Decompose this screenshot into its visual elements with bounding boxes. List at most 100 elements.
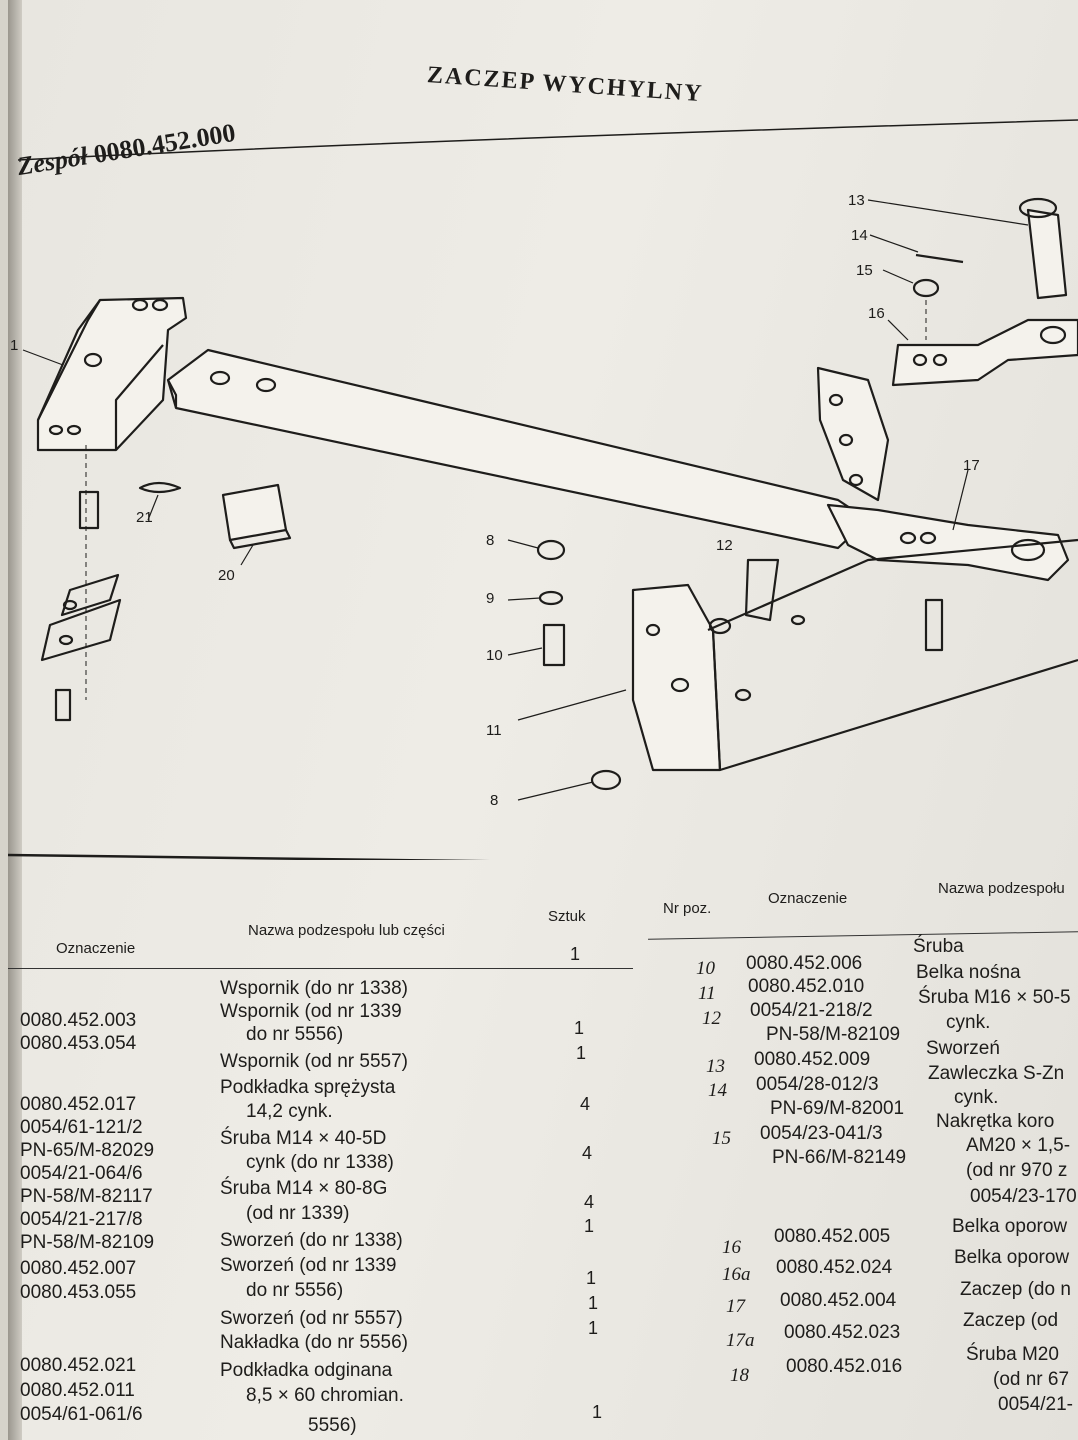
callout-label: 16 [868, 305, 885, 322]
callout-label: 9 [486, 590, 494, 607]
name-cell-right: (od nr 970 z [966, 1160, 1068, 1181]
designation-cell: 0080.453.055 [20, 1282, 137, 1303]
name-cell: Sworzeń (do nr 1338) [220, 1230, 403, 1251]
designation-cell-right: 0080.452.010 [748, 976, 865, 997]
designation-cell-right: 0080.452.016 [786, 1356, 903, 1377]
col-header-name: Nazwa podzespołu lub części [248, 922, 445, 939]
designation-cell-right: 0080.452.023 [784, 1322, 901, 1343]
position-cell: 17a [726, 1330, 755, 1351]
designation-cell: 0054/61-121/2 [20, 1117, 143, 1138]
book-spine [8, 0, 22, 1440]
name-cell-right: (od nr 67 [993, 1369, 1070, 1390]
name-cell-right: 0054/21- [998, 1394, 1074, 1415]
position-cell: 12 [702, 1008, 721, 1029]
callout-label: 17 [963, 457, 980, 474]
position-cell: 16a [722, 1264, 751, 1285]
name-cell: Podkładka sprężysta [220, 1077, 396, 1098]
name-cell-right: Śruba M16 × 50-5 [918, 987, 1071, 1008]
callout-label: 10 [486, 647, 503, 664]
name-cell: do nr 5556) [246, 1024, 344, 1045]
name-cell-right: 0054/23-170 [970, 1186, 1077, 1207]
qty-cell: 1 [592, 1402, 603, 1422]
name-cell-right: cynk. [954, 1087, 999, 1108]
name-cell: 14,2 cynk. [246, 1101, 333, 1122]
position-cell: 17 [726, 1296, 745, 1317]
name-cell: Podkładka odginana [220, 1360, 393, 1381]
qty-cell: 1 [570, 944, 581, 964]
callout-label: 12 [716, 537, 733, 554]
designation-cell: PN-58/M-82109 [20, 1232, 155, 1253]
designation-cell-right: PN-69/M-82001 [770, 1098, 905, 1119]
name-cell-right: Zawleczka S-Zn [928, 1063, 1065, 1084]
position-cell: 13 [706, 1056, 725, 1077]
col-header-designation: Oznaczenie [56, 940, 136, 957]
designation-cell-right: PN-58/M-82109 [766, 1024, 901, 1045]
name-cell: Śruba M14 × 40-5D [220, 1128, 387, 1149]
name-cell-right: Belka oporow [954, 1247, 1070, 1268]
qty-cell: 1 [588, 1318, 599, 1338]
designation-cell: 0054/21-064/6 [20, 1163, 143, 1184]
qty-cell: 1 [574, 1018, 585, 1038]
name-cell-right: Śruba M20 [966, 1344, 1059, 1365]
col-header-name-right: Nazwa podzespołu [938, 880, 1065, 897]
designation-cell-right: 0054/23-041/3 [760, 1123, 883, 1144]
name-cell: 5556) [308, 1415, 357, 1436]
name-cell-right: Zaczep (do n [960, 1279, 1071, 1300]
name-cell-right: Zaczep (od [963, 1310, 1059, 1331]
designation-cell-right: 0080.452.009 [754, 1049, 871, 1070]
callout-label: 8 [486, 532, 494, 549]
designation-cell: PN-65/M-82029 [20, 1140, 155, 1161]
name-cell-right: Sworzeń [926, 1038, 1000, 1059]
callout-label: 1 [10, 337, 18, 354]
callout-label: 8 [490, 792, 498, 809]
name-cell-right: Belka nośna [916, 962, 1021, 983]
designation-cell: 0080.452.007 [20, 1258, 137, 1279]
name-cell: 8,5 × 60 chromian. [246, 1385, 404, 1406]
name-cell: Wspornik (od nr 1339 [220, 1001, 402, 1022]
qty-cell: 1 [584, 1216, 595, 1236]
designation-cell-right: 0080.452.004 [780, 1290, 897, 1311]
position-cell: 10 [696, 958, 715, 979]
callout-label: 13 [848, 192, 865, 209]
manual-page: ZACZEP WYCHYLNY Zespół 0080.452.000 [8, 0, 1078, 1440]
designation-cell: 0080.452.003 [20, 1010, 137, 1031]
name-cell: Wspornik (do nr 1338) [220, 978, 408, 999]
designation-cell: 0080.453.054 [20, 1033, 137, 1054]
name-cell: Nakładka (do nr 5556) [220, 1332, 408, 1353]
designation-cell-right: 0080.452.005 [774, 1226, 891, 1247]
header-rule [8, 968, 633, 969]
designation-cell: 0080.452.011 [20, 1380, 135, 1401]
qty-cell: 1 [576, 1043, 587, 1063]
designation-cell-right: PN-66/M-82149 [772, 1147, 907, 1168]
name-cell-right: cynk. [946, 1012, 991, 1033]
name-cell: Sworzeń (od nr 5557) [220, 1308, 403, 1329]
position-cell: 16 [722, 1237, 741, 1258]
name-cell: Śruba M14 × 80-8G [220, 1178, 388, 1199]
callout-label: 11 [486, 722, 502, 739]
qty-cell: 4 [580, 1094, 591, 1114]
col-header-qty: Sztuk [548, 908, 586, 925]
designation-cell: 0054/21-217/8 [20, 1209, 143, 1230]
header-rule-right [648, 931, 1078, 940]
callout-label: 21 [136, 509, 153, 526]
designation-cell: 0080.452.021 [20, 1355, 137, 1376]
name-cell: (od nr 1339) [246, 1203, 350, 1224]
exploded-drawing: 1 8 9 10 11 12 13 14 15 16 17 20 21 8 [8, 119, 1078, 860]
name-cell-right: AM20 × 1,5- [966, 1135, 1071, 1156]
name-cell: Sworzeń (od nr 1339 [220, 1255, 397, 1276]
col-header-designation-right: Oznaczenie [768, 890, 848, 907]
qty-cell: 1 [588, 1293, 599, 1313]
qty-cell: 4 [584, 1192, 595, 1212]
name-cell-right: Nakrętka koro [936, 1111, 1055, 1132]
designation-cell-right: 0080.452.024 [776, 1257, 893, 1278]
designation-cell-right: 0054/21-218/2 [750, 1000, 873, 1021]
col-header-pos: Nr poz. [663, 900, 712, 917]
qty-cell: 1 [586, 1268, 597, 1288]
name-cell-right: Belka oporow [952, 1216, 1068, 1237]
position-cell: 18 [730, 1365, 749, 1386]
callout-label: 20 [218, 567, 235, 584]
callout-label: 14 [851, 227, 868, 244]
designation-cell: 0054/61-061/6 [20, 1404, 143, 1425]
name-cell: do nr 5556) [246, 1280, 344, 1301]
designation-cell-right: 0054/28-012/3 [756, 1074, 879, 1095]
